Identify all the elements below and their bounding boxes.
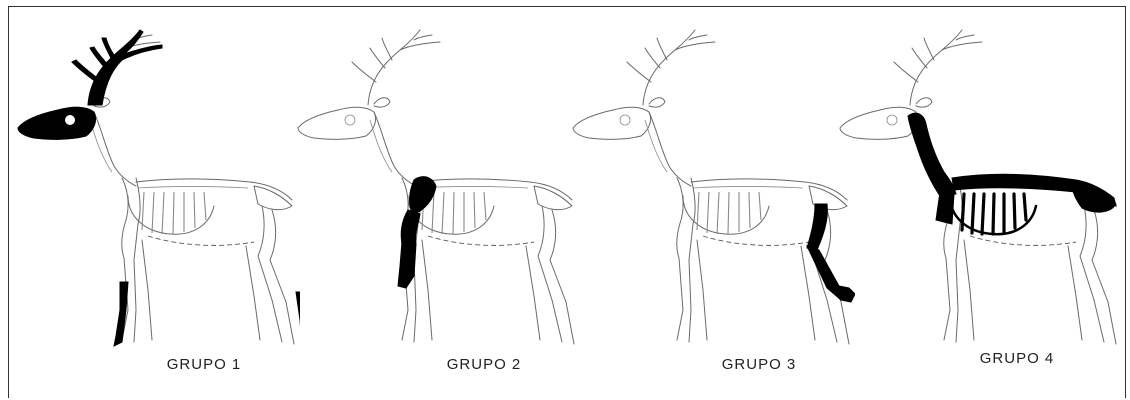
deer-skeleton-4 [832,10,1122,355]
deer-skeleton-1 [10,10,300,355]
caption-group-2: GRUPO 2 [339,356,629,373]
caption-group-3: GRUPO 3 [614,356,904,373]
caption-group-1: GRUPO 1 [59,356,349,373]
deer-panel-4 [832,10,1122,390]
deer-panel-1 [10,10,300,390]
deer-skeleton-3 [565,10,855,355]
deer-panel-2 [290,10,580,390]
deer-skeleton-2 [290,10,580,355]
deer-panel-3 [565,10,855,390]
caption-group-4: GRUPO 4 [872,350,1130,367]
